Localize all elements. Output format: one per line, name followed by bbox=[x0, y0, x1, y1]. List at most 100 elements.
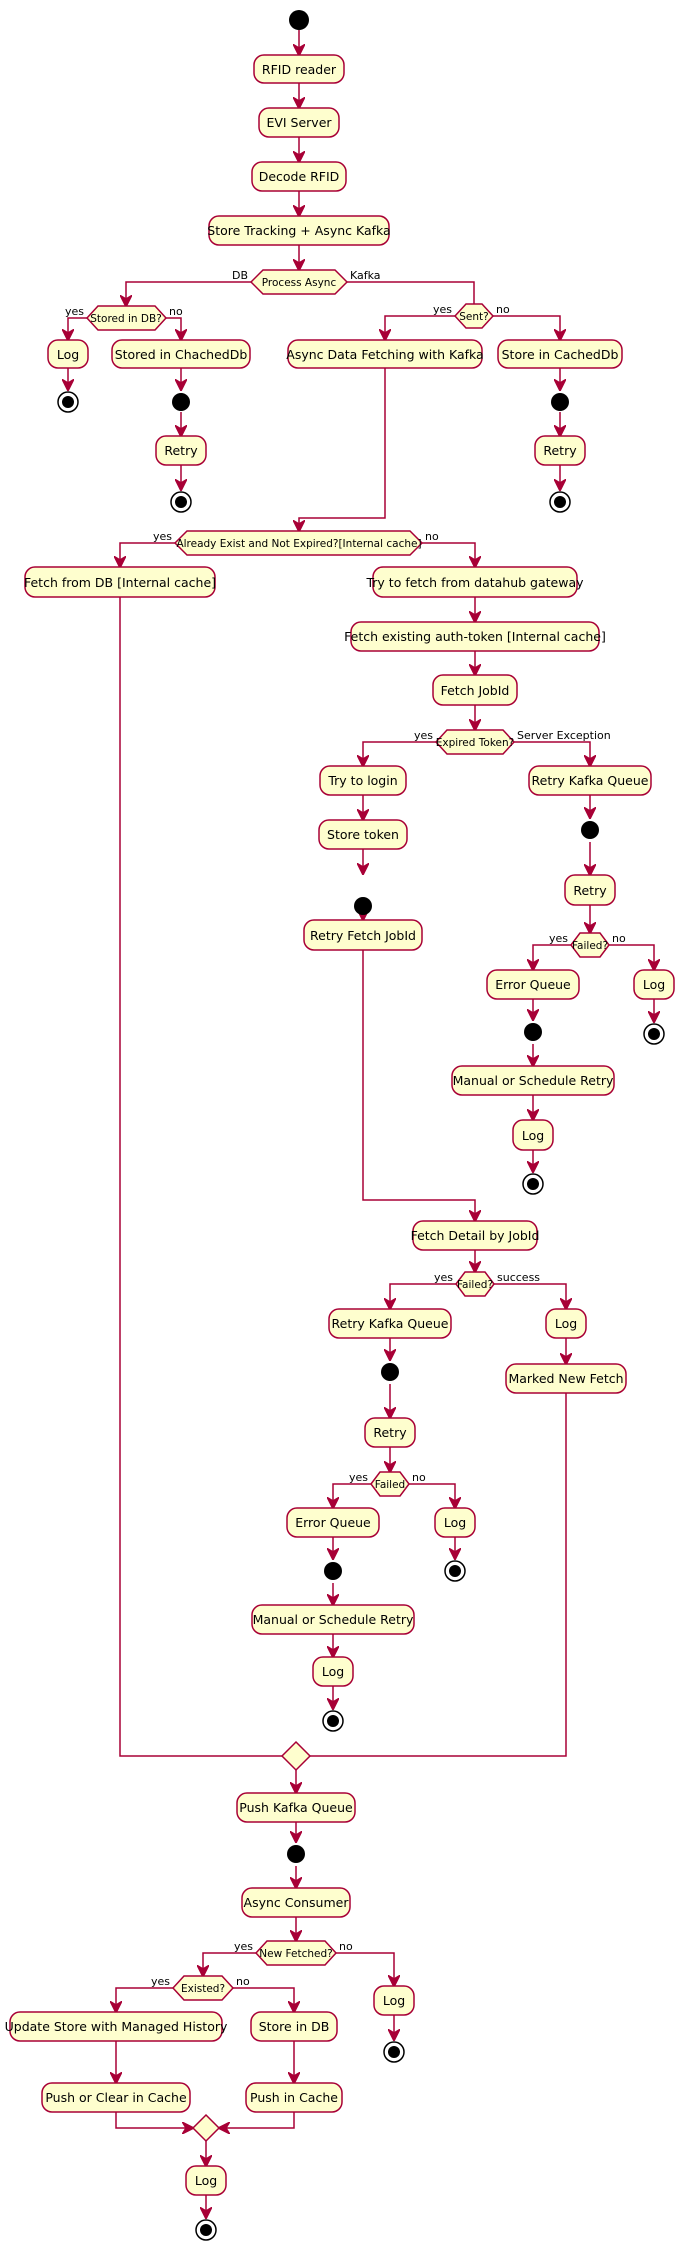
activity-store-cached: Store in CachedDb bbox=[497, 339, 623, 369]
activity-push-kafka: Push Kafka Queue bbox=[236, 1792, 356, 1823]
branch-label-server-exception: Server Exception bbox=[517, 729, 611, 742]
activities: RFID reader EVI Server Decode RFID Store… bbox=[5, 54, 675, 2196]
activity-label: Error Queue bbox=[295, 1515, 371, 1530]
decision-failed: Failed? bbox=[455, 1271, 495, 1297]
activity-label: Log bbox=[383, 1993, 405, 2008]
activity-fetch-detail: Fetch Detail by JobId bbox=[411, 1220, 539, 1251]
activity-fetch-jobid: Fetch JobId bbox=[432, 674, 518, 706]
activity-label: Manual or Schedule Retry bbox=[453, 1073, 614, 1088]
activity-marked-new-fetch: Marked New Fetch bbox=[505, 1363, 627, 1394]
branch-label-yes: yes bbox=[234, 1940, 253, 1953]
activity-label: Log bbox=[57, 347, 79, 362]
start-end-nodes bbox=[57, 10, 665, 2241]
fork-node bbox=[324, 1562, 342, 1580]
branch-label-no: no bbox=[412, 1471, 426, 1484]
end-node bbox=[57, 391, 79, 413]
activity-label: Stored in ChachedDb bbox=[115, 347, 248, 362]
activity-label: Push in Cache bbox=[250, 2090, 338, 2105]
activity-store-token: Store token bbox=[318, 819, 408, 850]
decision-stored-in-db: Stored in DB? bbox=[85, 305, 168, 331]
fork-node bbox=[354, 897, 372, 915]
start-node bbox=[289, 10, 309, 30]
activity-retry: Retry bbox=[155, 435, 207, 466]
activity-label: Try to fetch from datahub gateway bbox=[365, 575, 584, 590]
activity-label: Marked New Fetch bbox=[508, 1371, 623, 1386]
activity-log: Log bbox=[312, 1656, 354, 1687]
branch-label-yes: yes bbox=[151, 1975, 170, 1988]
decision-failed: Failed? bbox=[570, 932, 610, 958]
activity-fetch-db: Fetch from DB [Internal cache] bbox=[24, 566, 216, 598]
decision-label: Already Exist and Not Expired?[Internal … bbox=[176, 538, 421, 550]
decision-label: Failed? bbox=[457, 1279, 493, 1291]
decision-new-fetched: New Fetched? bbox=[254, 1940, 338, 1966]
merge-diamonds bbox=[191, 1740, 312, 2143]
end-node bbox=[322, 1710, 344, 1732]
activity-label: Retry Fetch JobId bbox=[310, 928, 416, 943]
branch-label-yes: yes bbox=[414, 729, 433, 742]
activity-decode-rfid: Decode RFID bbox=[251, 161, 347, 192]
activity-label: Async Consumer bbox=[244, 1895, 350, 1910]
decision-expired-token: Expired Token? bbox=[434, 729, 516, 755]
activity-async-consumer: Async Consumer bbox=[241, 1887, 351, 1918]
end-node bbox=[549, 491, 571, 513]
end-node bbox=[383, 2041, 405, 2063]
activity-push-clear-cache: Push or Clear in Cache bbox=[41, 2082, 191, 2113]
decision-label: New Fetched? bbox=[259, 1948, 332, 1960]
activity-label: Retry Kafka Queue bbox=[332, 1316, 449, 1331]
activity-label: Fetch JobId bbox=[441, 683, 510, 698]
activity-label: Push Kafka Queue bbox=[239, 1800, 353, 1815]
activity-stored-chached: Stored in ChachedDb bbox=[111, 339, 251, 369]
activity-label: Log bbox=[444, 1515, 466, 1530]
activity-label: Store Tracking + Async Kafka bbox=[207, 223, 390, 238]
activity-push-in-cache: Push in Cache bbox=[245, 2082, 343, 2113]
decision-label: Existed? bbox=[181, 1983, 225, 1995]
edges bbox=[68, 30, 654, 2218]
activity-label: Retry Kafka Queue bbox=[532, 773, 649, 788]
fork-node bbox=[551, 393, 569, 411]
fork-node bbox=[381, 1363, 399, 1381]
branch-label-yes: yes bbox=[349, 1471, 368, 1484]
activity-async-fetch: Async Data Fetching with Kafka bbox=[286, 339, 484, 369]
activity-rfid-reader: RFID reader bbox=[253, 54, 345, 84]
branch-label-yes: yes bbox=[65, 305, 84, 318]
activity-log: Log bbox=[633, 969, 675, 1000]
branch-label-no: no bbox=[236, 1975, 250, 1988]
activity-label: Error Queue bbox=[495, 977, 571, 992]
activity-label: Log bbox=[322, 1664, 344, 1679]
branch-label-no: no bbox=[169, 305, 183, 318]
activity-store-tracking: Store Tracking + Async Kafka bbox=[207, 215, 391, 246]
activity-store-in-db: Store in DB bbox=[250, 2011, 338, 2042]
activity-log: Log bbox=[434, 1507, 476, 1538]
activity-update-store: Update Store with Managed History bbox=[5, 2011, 228, 2042]
branch-label-no: no bbox=[339, 1940, 353, 1953]
activity-retry: Retry bbox=[534, 435, 586, 466]
activity-label: Retry bbox=[164, 443, 198, 458]
decision-label: Sent? bbox=[459, 311, 488, 323]
end-node bbox=[444, 1560, 466, 1582]
decision-label: Process Async bbox=[262, 277, 337, 289]
branch-label-no: no bbox=[425, 530, 439, 543]
activity-label: EVI Server bbox=[266, 115, 332, 130]
branch-label-yes: yes bbox=[549, 932, 568, 945]
activity-label: Push or Clear in Cache bbox=[45, 2090, 187, 2105]
activity-label: Store in CachedDb bbox=[502, 347, 619, 362]
activity-retry-kafka-queue: Retry Kafka Queue bbox=[528, 765, 652, 796]
activity-log: Log bbox=[545, 1308, 587, 1339]
merge-diamond bbox=[191, 2113, 221, 2143]
branch-label-no: no bbox=[612, 932, 626, 945]
branch-label-yes: yes bbox=[433, 303, 452, 316]
activity-evi-server: EVI Server bbox=[258, 107, 340, 138]
activity-try-fetch: Try to fetch from datahub gateway bbox=[365, 566, 584, 598]
activity-retry: Retry bbox=[564, 874, 616, 906]
end-node bbox=[195, 2219, 217, 2241]
branch-label-yes: yes bbox=[434, 1271, 453, 1284]
activity-label: Retry bbox=[573, 883, 607, 898]
activity-label: Fetch existing auth-token [Internal cach… bbox=[344, 629, 606, 644]
branch-label-no: no bbox=[496, 303, 510, 316]
activity-retry: Retry bbox=[364, 1417, 416, 1448]
fork-node bbox=[581, 821, 599, 839]
activity-log: Log bbox=[373, 1985, 415, 2016]
activity-label: Try to login bbox=[327, 773, 397, 788]
fork-node bbox=[287, 1845, 305, 1863]
